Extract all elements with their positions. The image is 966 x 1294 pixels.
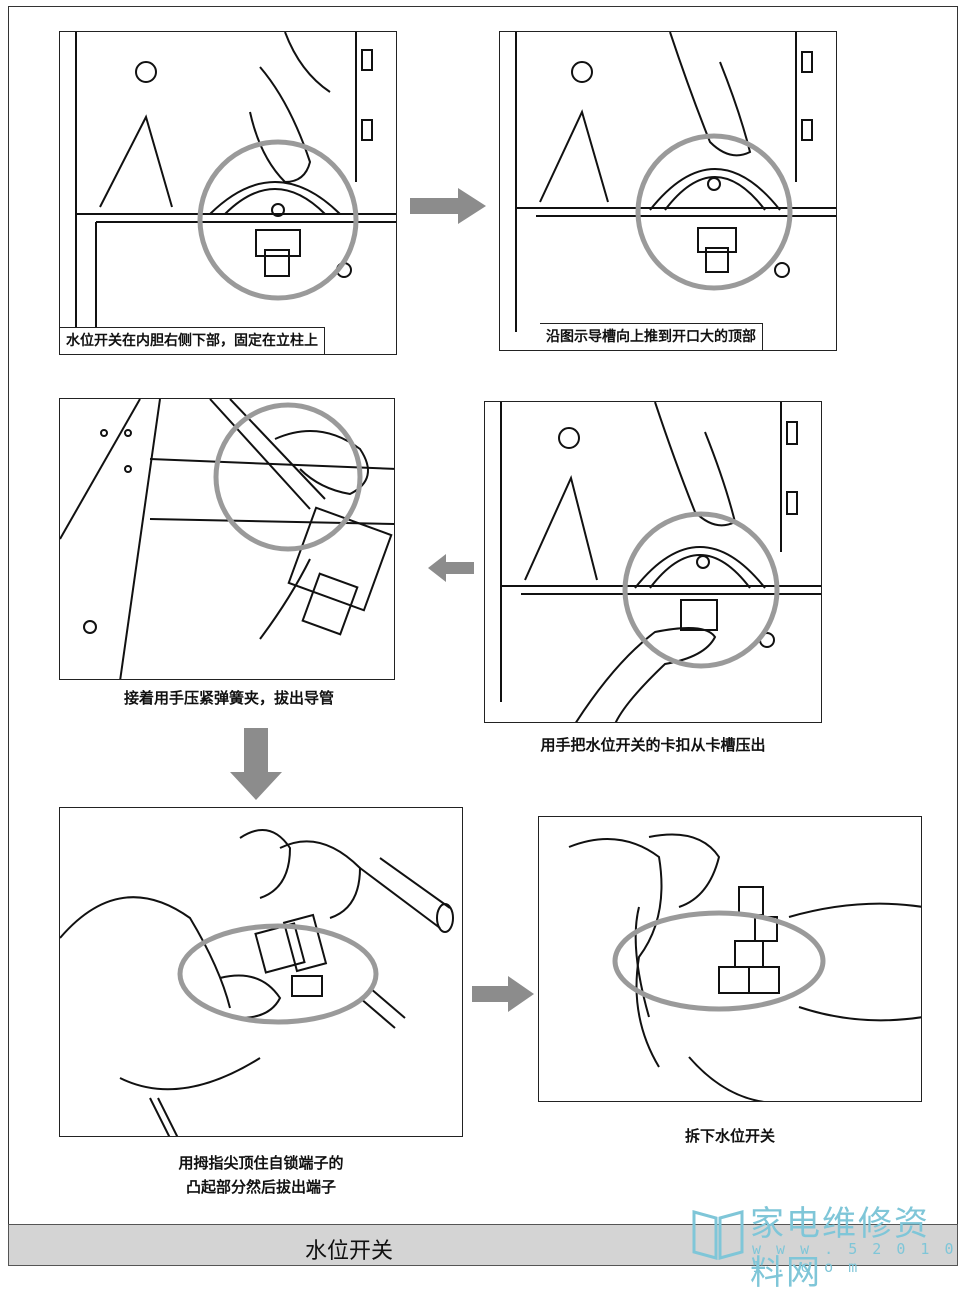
step-3-caption: 接着用手压紧弹簧夹，拔出导管 [59,686,399,710]
step-2-illustration [500,32,837,351]
arrow-right-1 [410,186,488,226]
step-2-caption: 沿图示导槽向上推到开口大的顶部 [540,323,763,350]
arrow-down-3 [228,728,284,802]
step-2-highlight-circle [638,136,790,288]
step-6-panel [538,816,922,1102]
step-3-highlight-circle [216,405,360,549]
step-5-caption-line-1: 用拇指尖顶住自锁端子的 [59,1151,463,1175]
arrow-left-2 [428,552,476,584]
step-2-panel: 沿图示导槽向上推到开口大的顶部 [499,31,837,351]
step-6-caption: 拆下水位开关 [538,1124,922,1148]
step-4-illustration [485,402,822,723]
step-6-illustration [539,817,922,1102]
step-5-illustration [60,808,463,1137]
step-5-caption: 用拇指尖顶住自锁端子的 凸起部分然后拔出端子 [59,1151,463,1199]
site-logo: 家电维修资料网 w w w . 5 2 0 1 0 1 . c o m [690,1196,960,1272]
step-1-panel: 水位开关在内胆右侧下部，固定在立柱上 [59,31,397,355]
footer-title: 水位开关 [9,1233,689,1265]
step-3-illustration [60,399,395,680]
step-5-highlight-ellipse [180,926,376,1022]
step-4-highlight-circle [625,514,777,666]
step-6-highlight-ellipse [615,913,823,1009]
step-1-caption: 水位开关在内胆右侧下部，固定在立柱上 [60,327,325,354]
logo-url: w w w . 5 2 0 1 0 1 . c o m [752,1240,960,1276]
step-4-caption: 用手把水位开关的卡扣从卡槽压出 [484,733,822,757]
step-1-highlight-circle [200,142,356,298]
step-5-caption-line-2: 凸起部分然后拔出端子 [59,1175,463,1199]
step-3-panel [59,398,395,680]
step-4-panel [484,401,822,723]
step-1-illustration [60,32,397,355]
step-5-panel [59,807,463,1137]
book-icon [690,1206,746,1262]
arrow-right-4 [472,974,536,1014]
